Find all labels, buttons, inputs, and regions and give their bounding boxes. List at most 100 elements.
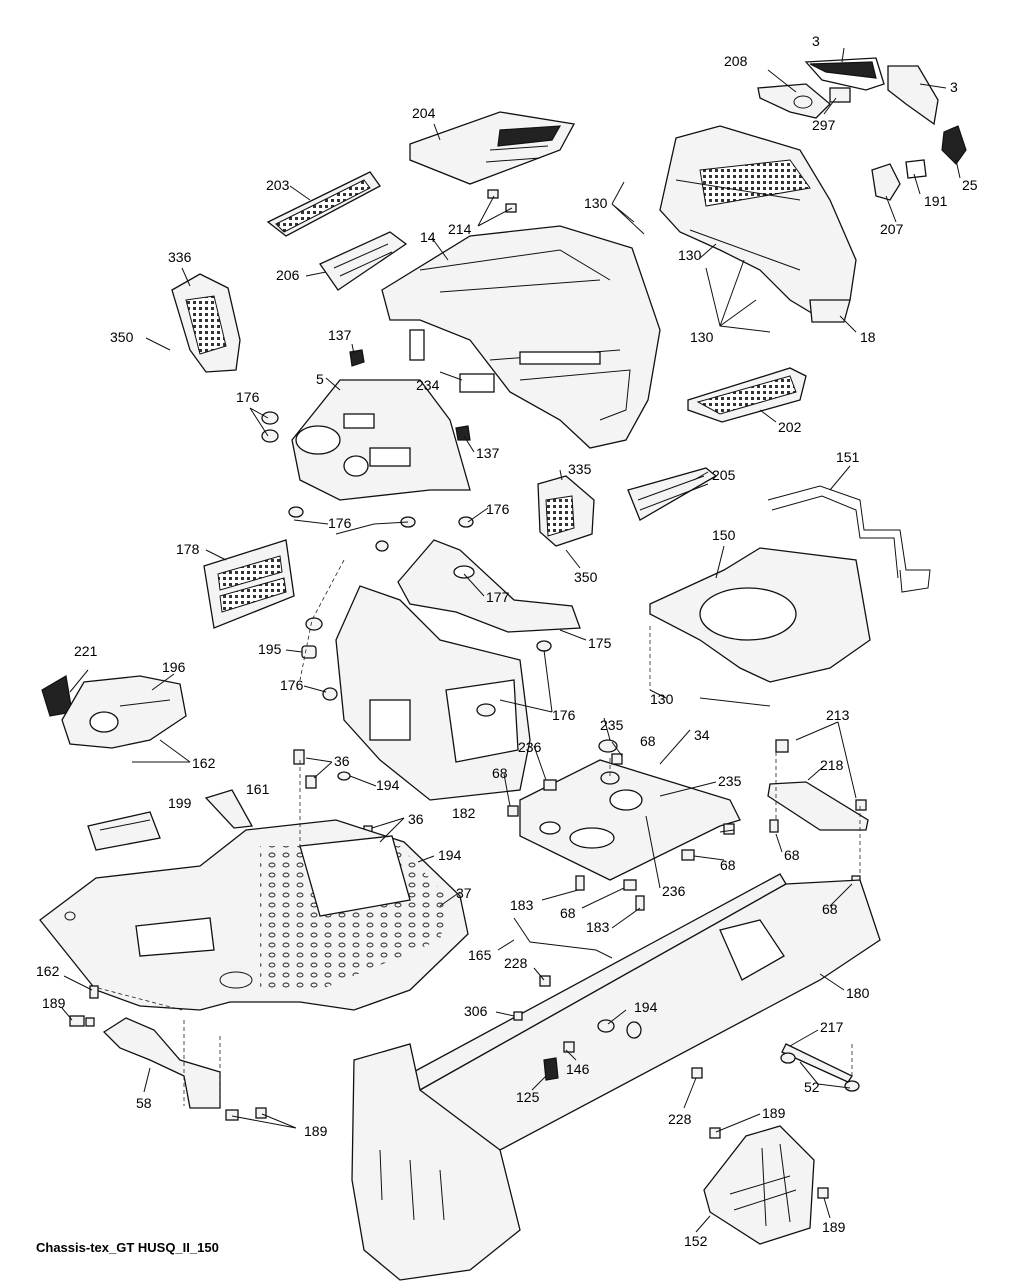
part-297-clip bbox=[829, 87, 851, 103]
label-68-a: 68 bbox=[640, 733, 656, 749]
label-68-f: 68 bbox=[822, 901, 838, 917]
label-180: 180 bbox=[846, 985, 870, 1001]
label-182: 182 bbox=[452, 805, 476, 821]
label-202: 202 bbox=[778, 419, 802, 435]
label-297: 297 bbox=[812, 117, 836, 133]
label-203: 203 bbox=[266, 177, 290, 193]
part-165-rod bbox=[513, 917, 613, 959]
label-176-c: 176 bbox=[486, 501, 510, 517]
label-221: 221 bbox=[74, 643, 98, 659]
diagram-caption: Chassis-tex_GT HUSQ_II_150 bbox=[36, 1240, 219, 1255]
part-137-clip-a bbox=[349, 349, 365, 367]
part-205-strip bbox=[627, 467, 718, 521]
label-34: 34 bbox=[694, 727, 710, 743]
label-183-b: 183 bbox=[586, 919, 610, 935]
label-176-b: 176 bbox=[328, 515, 352, 531]
label-137-b: 137 bbox=[476, 445, 500, 461]
label-125: 125 bbox=[516, 1089, 540, 1105]
part-34-plate bbox=[519, 759, 741, 881]
label-14: 14 bbox=[420, 229, 436, 245]
label-176-d: 176 bbox=[280, 677, 304, 693]
label-36-b: 36 bbox=[408, 811, 424, 827]
label-189-c: 189 bbox=[304, 1123, 328, 1139]
label-36-a: 36 bbox=[334, 753, 350, 769]
label-150: 150 bbox=[712, 527, 736, 543]
part-202-grille bbox=[687, 367, 807, 423]
label-306: 306 bbox=[464, 1003, 488, 1019]
label-130-a: 130 bbox=[584, 195, 608, 211]
label-37: 37 bbox=[456, 885, 472, 901]
part-203-strip bbox=[266, 171, 381, 237]
label-146: 146 bbox=[566, 1061, 590, 1077]
label-162-a: 162 bbox=[192, 755, 216, 771]
label-228-b: 228 bbox=[668, 1111, 692, 1127]
label-58: 58 bbox=[136, 1095, 152, 1111]
part-177-175-bracket bbox=[397, 539, 581, 633]
label-18: 18 bbox=[860, 329, 876, 345]
label-189-b: 189 bbox=[762, 1105, 786, 1121]
label-194-c: 194 bbox=[634, 999, 658, 1015]
part-208-bracket bbox=[757, 83, 831, 119]
part-front-nose bbox=[659, 125, 857, 319]
label-336: 336 bbox=[168, 249, 192, 265]
label-68-e: 68 bbox=[560, 905, 576, 921]
label-208: 208 bbox=[724, 53, 748, 69]
label-236-a: 236 bbox=[518, 739, 542, 755]
label-161: 161 bbox=[246, 781, 270, 797]
label-178: 178 bbox=[176, 541, 200, 557]
label-236-b: 236 bbox=[662, 883, 686, 899]
label-177: 177 bbox=[486, 589, 510, 605]
label-68-b: 68 bbox=[492, 765, 508, 781]
part-178-grille bbox=[203, 539, 295, 629]
part-58-bracket bbox=[102, 1017, 221, 1109]
label-191: 191 bbox=[924, 193, 948, 209]
label-207: 207 bbox=[880, 221, 904, 237]
part-151-bracket bbox=[767, 485, 931, 593]
part-18-bracket bbox=[809, 299, 851, 323]
label-162-b: 162 bbox=[36, 963, 60, 979]
part-217-link bbox=[780, 1043, 860, 1092]
part-234-decal bbox=[409, 329, 425, 361]
label-25: 25 bbox=[962, 177, 978, 193]
part-234-decal-b bbox=[459, 373, 495, 393]
part-336-panel bbox=[171, 273, 241, 373]
label-5: 5 bbox=[316, 371, 324, 387]
label-130-c: 130 bbox=[690, 329, 714, 345]
hardware-162 bbox=[89, 985, 99, 999]
part-195-plug bbox=[301, 645, 317, 659]
label-189-d: 189 bbox=[822, 1219, 846, 1235]
label-175: 175 bbox=[588, 635, 612, 651]
label-52: 52 bbox=[804, 1079, 820, 1095]
label-195: 195 bbox=[258, 641, 282, 657]
label-68-c: 68 bbox=[784, 847, 800, 863]
label-196: 196 bbox=[162, 659, 186, 675]
label-152: 152 bbox=[684, 1233, 708, 1249]
label-234: 234 bbox=[416, 377, 440, 393]
label-350-a: 350 bbox=[110, 329, 134, 345]
label-130-b: 130 bbox=[678, 247, 702, 263]
part-207-socket bbox=[871, 163, 901, 201]
part-150-floor-pan bbox=[649, 547, 871, 683]
label-350-b: 350 bbox=[574, 569, 598, 585]
label-137-a: 137 bbox=[328, 327, 352, 343]
part-161-clip bbox=[204, 789, 254, 829]
label-176-a: 176 bbox=[236, 389, 260, 405]
label-218: 218 bbox=[820, 757, 844, 773]
label-217: 217 bbox=[820, 1019, 844, 1035]
part-137-clip-b bbox=[455, 425, 471, 441]
hardware-189 bbox=[69, 1015, 829, 1199]
part-182-lower-console bbox=[335, 585, 531, 801]
label-15: 3 bbox=[812, 33, 820, 49]
label-235-a: 235 bbox=[600, 717, 624, 733]
part-204-hood-top bbox=[409, 111, 576, 185]
label-335: 335 bbox=[568, 461, 592, 477]
label-194-b: 194 bbox=[438, 847, 462, 863]
part-191-bulb bbox=[905, 159, 927, 179]
part-152-footrest bbox=[703, 1125, 815, 1245]
part-3-panel bbox=[887, 65, 939, 126]
part-176-grommets bbox=[261, 411, 552, 701]
part-214-clips bbox=[487, 189, 517, 213]
label-183-a: 183 bbox=[510, 897, 534, 913]
label-204: 204 bbox=[412, 105, 436, 121]
